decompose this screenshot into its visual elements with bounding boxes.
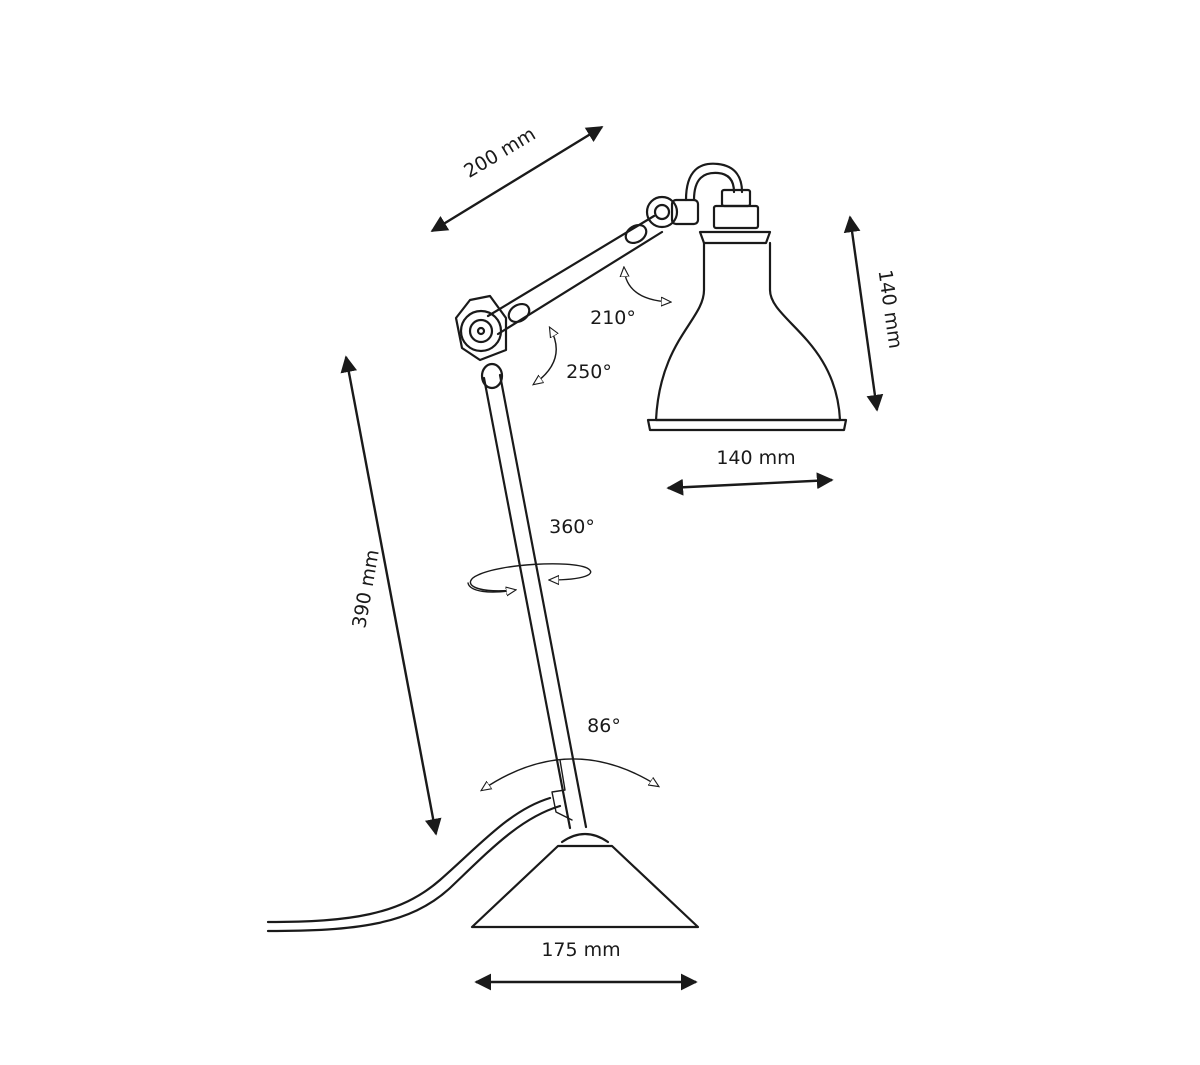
elbow-rotation-arrow	[534, 328, 556, 384]
shade-width-label: 140 mm	[716, 447, 795, 469]
stem-height-label: 390 mm	[348, 548, 383, 630]
shade-width-arrow	[666, 472, 834, 496]
dimension-arrows	[340, 125, 884, 991]
swivel-rotation-arrow	[467, 563, 592, 592]
shade-height-arrow	[843, 215, 884, 412]
lamp-stem	[482, 373, 588, 830]
rotation-arrows	[467, 268, 670, 790]
lamp-arm	[486, 214, 664, 336]
arm-length-arrow	[430, 125, 604, 233]
elbow-rotation-label: 250°	[566, 361, 612, 383]
stem-height-arrow	[340, 355, 442, 836]
lamp-base	[470, 832, 700, 929]
labels: 200 mm 140 mm 140 mm 390 mm 175 mm 210° …	[348, 123, 906, 961]
elbow-joint	[454, 294, 508, 390]
shade-rotation-label: 210°	[590, 307, 636, 329]
lamp-shade	[646, 188, 848, 432]
power-cable	[266, 796, 562, 933]
shade-height-label: 140 mm	[874, 268, 907, 350]
stem-swivel-label: 360°	[549, 516, 595, 538]
shade-rotation-arrow	[624, 268, 670, 302]
lamp-illustration	[266, 162, 848, 933]
base-tilt-rotation-arrow	[482, 758, 658, 790]
base-tilt-label: 86°	[587, 715, 621, 737]
shade-joint	[645, 162, 744, 229]
base-width-label: 175 mm	[541, 939, 620, 961]
